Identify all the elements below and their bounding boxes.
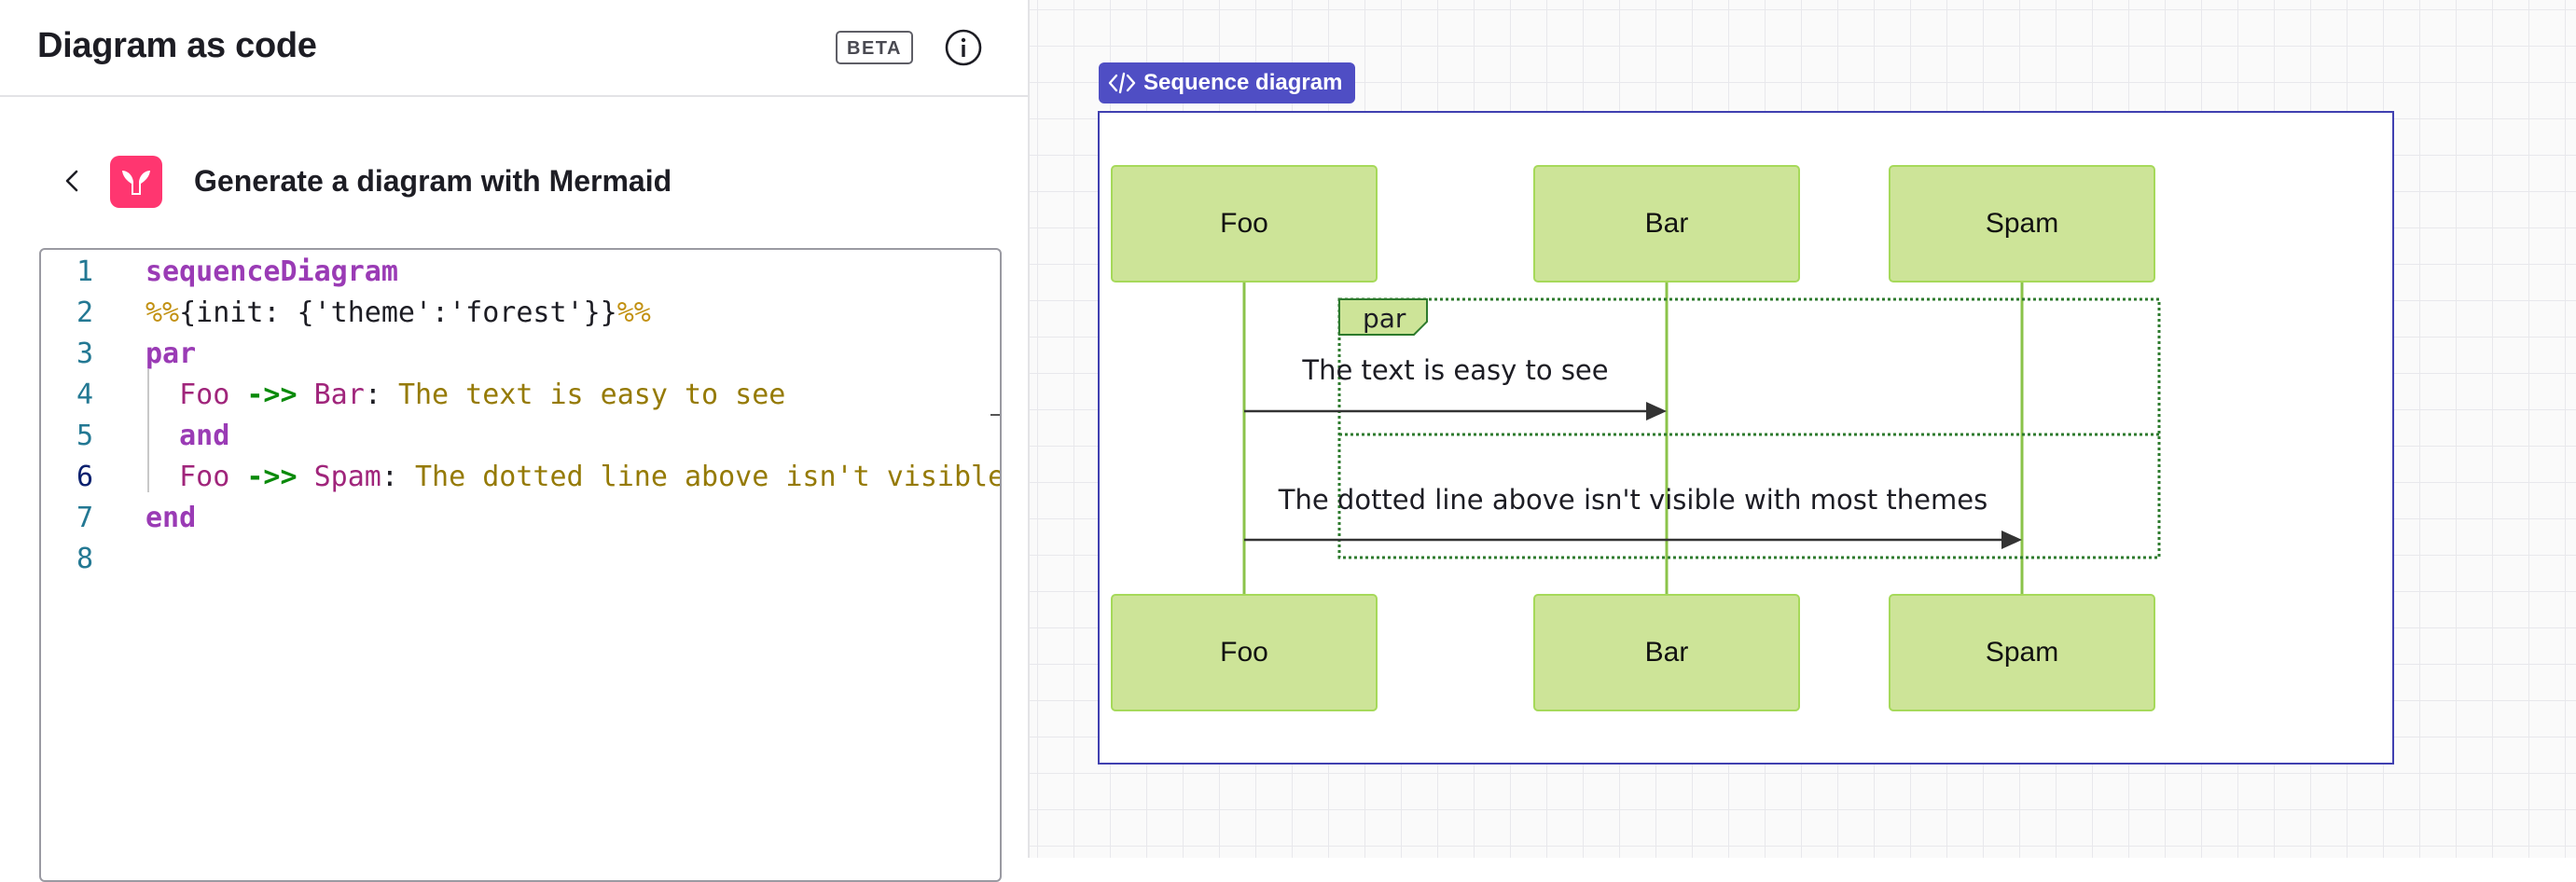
info-icon[interactable] <box>944 28 983 67</box>
code-text: par <box>145 334 196 375</box>
code-line[interactable]: 7 end <box>41 498 1000 539</box>
code-token: Bar <box>313 379 365 411</box>
code-token <box>145 420 179 452</box>
line-number: 1 <box>76 255 93 288</box>
code-line[interactable]: 3 par <box>41 334 1000 375</box>
panel-title: Diagram as code <box>37 26 317 65</box>
code-token: The text is easy to see <box>397 379 786 411</box>
actor-label: Spam <box>1986 637 2058 668</box>
actor-box-bottom <box>1111 594 1378 711</box>
line-number: 6 <box>76 461 93 493</box>
actor-box-top <box>1889 165 2155 283</box>
par-label-tab <box>1338 298 1428 336</box>
code-token: Spam <box>313 461 381 493</box>
arrowhead <box>2001 531 2022 549</box>
code-token: end <box>145 502 197 534</box>
code-token: sequenceDiagram <box>145 255 398 288</box>
par-block <box>1337 297 2161 559</box>
code-line[interactable]: 2%%{init: {'theme':'forest'}}%% <box>41 293 1000 334</box>
code-line[interactable]: 1 sequenceDiagram <box>41 252 1000 293</box>
code-text: %%{init: {'theme':'forest'}}%% <box>145 293 651 334</box>
actor-box-top <box>1111 165 1378 283</box>
actor-box-bottom <box>1533 594 1800 711</box>
actor-label: Bar <box>1645 208 1689 239</box>
code-brackets-icon <box>1108 72 1136 94</box>
code-token <box>229 379 246 411</box>
par-label: par <box>1363 303 1406 334</box>
code-line[interactable]: 4 Foo ->> Bar: The text is easy to see <box>41 375 1000 416</box>
code-token: The dotted line above isn't visible with… <box>415 461 1002 493</box>
frame-label[interactable]: Sequence diagram <box>1099 62 1356 103</box>
code-token: Foo <box>179 379 230 411</box>
mermaid-logo-icon <box>110 156 162 208</box>
actor-box-bottom <box>1889 594 2155 711</box>
code-line[interactable]: 6 Foo ->> Spam: The dotted line above is… <box>41 457 1002 498</box>
message-label: The dotted line above isn't visible with… <box>1278 484 1987 516</box>
code-token: ->> <box>246 461 298 493</box>
overflow-marker <box>990 414 1000 416</box>
code-token: ->> <box>246 379 298 411</box>
code-text: Foo ->> Bar: The text is easy to see <box>145 375 785 416</box>
line-number: 3 <box>76 338 93 370</box>
actor-box-top <box>1533 165 1800 283</box>
arrowhead <box>1646 402 1667 420</box>
line-number: 4 <box>76 379 93 411</box>
actor-label: Foo <box>1220 208 1268 239</box>
frame-label-text: Sequence diagram <box>1143 70 1343 95</box>
chevron-left-icon[interactable] <box>56 164 90 198</box>
code-token <box>145 379 179 411</box>
code-token <box>229 461 246 493</box>
code-token: : <box>381 461 415 493</box>
code-text: end <box>145 498 196 539</box>
code-token: {init: {'theme':'forest'}} <box>179 296 617 329</box>
code-text: and <box>145 416 229 457</box>
message-label: The text is easy to see <box>1301 354 1608 386</box>
panel-header: Diagram as code BETA <box>0 0 1028 97</box>
diagram-as-code-panel: Diagram as code BETA Generate a diagram … <box>0 0 1030 882</box>
code-text: Foo ->> Spam: The dotted line above isn'… <box>145 457 1002 498</box>
indent-guide <box>147 369 149 492</box>
code-line[interactable]: 5 and <box>41 416 1000 457</box>
code-token <box>298 461 314 493</box>
beta-badge: BETA <box>836 31 913 64</box>
code-token: par <box>145 338 197 370</box>
line-number: 7 <box>76 502 93 534</box>
code-text: sequenceDiagram <box>145 252 398 293</box>
code-line[interactable]: 8 <box>41 539 1000 580</box>
actor-label: Spam <box>1986 208 2058 239</box>
line-number: 2 <box>76 296 93 329</box>
code-token: %% <box>616 296 651 329</box>
line-number: 5 <box>76 420 93 452</box>
code-token: Foo <box>179 461 230 493</box>
code-token <box>145 461 179 493</box>
line-number: 8 <box>76 543 93 575</box>
actor-label: Bar <box>1645 637 1689 668</box>
code-token: : <box>364 379 398 411</box>
code-token: %% <box>145 296 180 329</box>
code-token: and <box>179 420 230 452</box>
code-token <box>298 379 314 411</box>
actor-label: Foo <box>1220 637 1268 668</box>
mermaid-generator-title: Generate a diagram with Mermaid <box>194 164 672 198</box>
